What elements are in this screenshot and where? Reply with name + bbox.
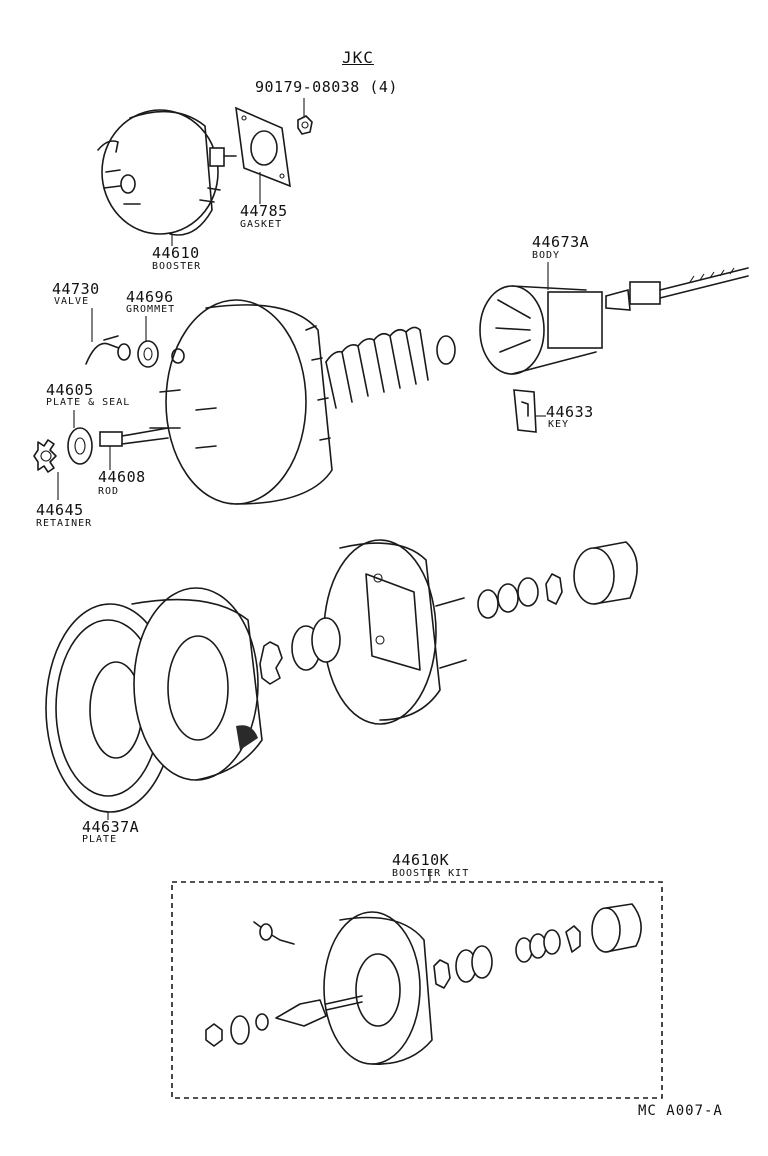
gasket-drawing [235,106,291,188]
part-number-44696: 44696 [126,288,174,306]
part-name-plate-and-seal: PLATE & SEAL [46,397,131,408]
part-name-gasket: GASKET [240,219,283,230]
part-number-44673a: 44673A [532,233,590,251]
part-number-90179-08038: 90179-08038 (4) [255,78,398,96]
part-number-44633: 44633 [546,403,594,421]
part-number-44785: 44785 [240,202,288,220]
booster-assembly-drawing [97,109,237,236]
seal-rings-drawing [259,617,341,685]
diagram-code-header: JKC [342,48,374,67]
part-number-44610k: 44610K [392,851,450,869]
part-number-44730: 44730 [52,280,100,298]
part-name-grommet: GROMMET [126,304,176,315]
part-name-retainer: RETAINER [36,518,93,529]
leader-lines [57,98,549,882]
part-name-valve: VALVE [54,296,90,307]
return-spring-drawing [325,326,429,409]
grommet-drawing [137,340,159,368]
part-name-rod: ROD [98,486,120,497]
valve-body-drawing [479,285,603,375]
diagram-reference-code: MC A007-A [638,1103,723,1119]
part-name-booster-kit: BOOSTER KIT [392,868,470,879]
plate-and-seal-drawing [67,427,93,465]
part-name-key: KEY [548,419,570,430]
retainer-drawing [33,439,57,473]
booster-kit-box [171,881,663,1099]
part-name-plate: PLATE [82,834,118,845]
front-shell-drawing [149,299,333,505]
pushrod-drawing [605,267,749,311]
part-number-44610: 44610 [152,244,200,262]
part-name-body: BODY [532,250,561,261]
spring-seat-drawing [436,335,456,365]
piston-parts-drawing [477,541,638,619]
part-name-booster: BOOSTER [152,261,202,272]
part-number-44605: 44605 [46,381,94,399]
part-number-44645: 44645 [36,501,84,519]
valve-drawing [85,335,131,365]
part-number-44637a: 44637A [82,818,140,836]
part-number-44608: 44608 [98,468,146,486]
plate-drawing [45,587,263,813]
rod-drawing [99,427,169,447]
nut-drawing [297,115,313,135]
booster-kit-contents-drawing [205,903,642,1065]
key-drawing [513,389,537,433]
rear-shell-drawing [323,539,467,725]
